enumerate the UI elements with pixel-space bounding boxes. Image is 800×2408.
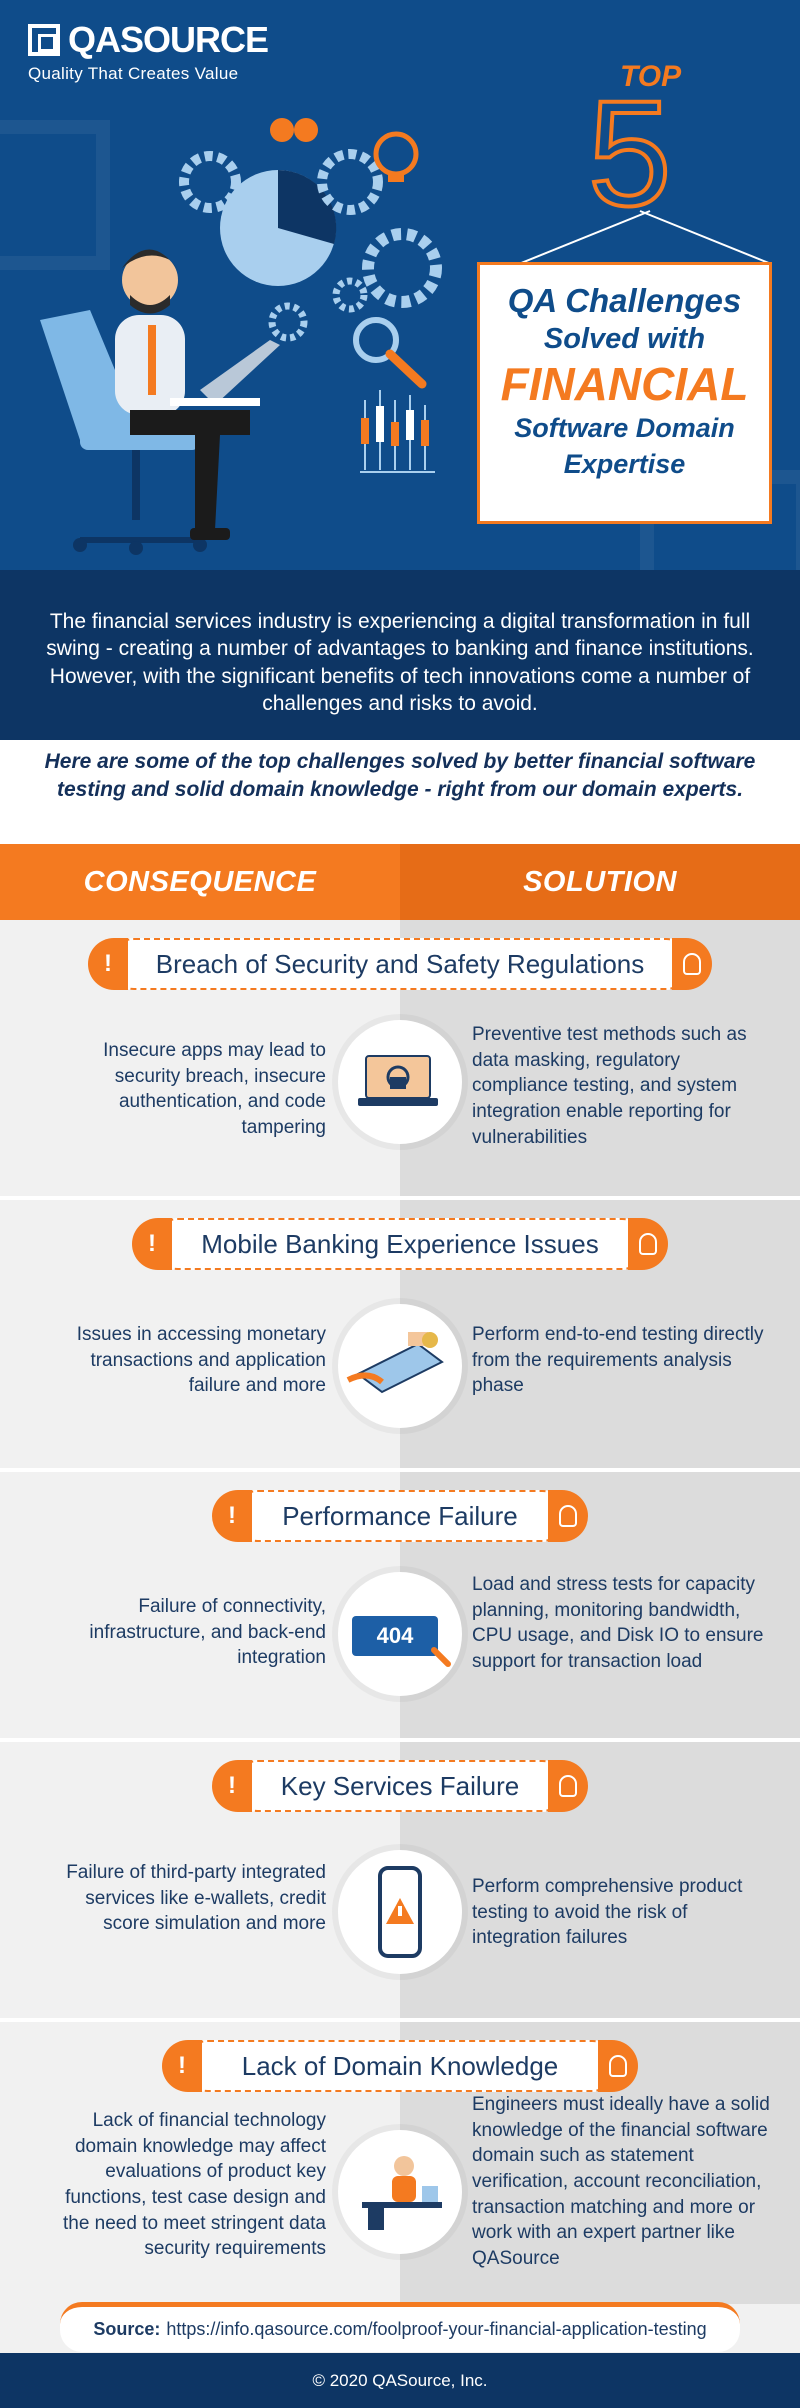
qasource-logo-icon <box>28 24 60 56</box>
hanger-line <box>519 210 651 265</box>
exclamation-icon: ! <box>162 2040 202 2092</box>
section-title: Performance Failure <box>282 1500 518 1531</box>
brand-name: QASOURCE <box>68 19 269 60</box>
title-card: QA Challenges Solved with FINANCIAL Soft… <box>477 262 772 524</box>
top-number: 5 <box>586 69 673 237</box>
error-code-text: 404 <box>377 1623 414 1648</box>
solution-text: Engineers must ideally have a solid know… <box>472 2094 770 2269</box>
lightbulb-icon <box>598 2040 638 2092</box>
exclamation-icon: ! <box>212 1490 252 1542</box>
exclamation-icon: ! <box>132 1218 172 1270</box>
column-header-consequence: CONSEQUENCE <box>0 844 400 920</box>
brand-logo: QASOURCE Quality That Creates Value <box>28 19 269 84</box>
title-line: Solved with <box>543 322 706 355</box>
section-title-pill: ! Breach of Security and Safety Regulati… <box>88 938 712 990</box>
solution-text: Preventive test methods such as data mas… <box>472 1024 747 1148</box>
consequence-text: Issues in accessing monetary transaction… <box>76 1324 326 1397</box>
mobile-payment-icon <box>338 1304 462 1428</box>
consequence-text: Insecure apps may lead to security breac… <box>103 1040 326 1138</box>
copyright-footer: © 2020 QASource, Inc. <box>0 2353 800 2408</box>
title-line: Software Domain <box>514 413 735 444</box>
exclamation-icon: ! <box>88 938 128 990</box>
consequence-text: Failure of connectivity, infrastructure,… <box>89 1596 326 1669</box>
section-title-pill: ! Mobile Banking Experience Issues <box>132 1218 668 1270</box>
title-line: Expertise <box>563 448 686 479</box>
lightbulb-icon <box>628 1218 668 1270</box>
error-404-icon: 404 <box>338 1572 462 1696</box>
hero-section: QASOURCE Quality That Creates Value <box>0 0 800 570</box>
section-title-pill: ! Key Services Failure <box>212 1760 588 1812</box>
challenge-section: ! Mobile Banking Experience Issues Issue… <box>0 1200 800 1472</box>
title-highlight: FINANCIAL <box>500 357 749 410</box>
solution-text: Perform comprehensive product testing to… <box>472 1876 743 1949</box>
engineer-desk-icon <box>338 2130 462 2254</box>
column-header-solution: SOLUTION <box>400 844 800 920</box>
lightbulb-icon <box>548 1760 588 1812</box>
solution-text: Perform end-to-end testing directly from… <box>472 1324 764 1397</box>
section-title: Breach of Security and Safety Regulation… <box>155 948 645 979</box>
challenge-section: ! Performance Failure Failure of connect… <box>0 1472 800 1742</box>
solution-text: Load and stress tests for capacity plann… <box>472 1574 764 1672</box>
watermark-logo <box>0 120 110 270</box>
challenge-section: ! Lack of Domain Knowledge Lack of finan… <box>0 2022 800 2304</box>
lightbulb-icon <box>672 938 712 990</box>
source-citation: Source: https://info.qasource.com/foolpr… <box>60 2302 740 2352</box>
businessman-laptop-illustration <box>40 118 442 555</box>
source-label: Source: <box>93 2319 161 2339</box>
consequence-text: Lack of financial technology domain know… <box>62 2110 326 2260</box>
hanger-line <box>639 210 771 265</box>
top-label: TOP <box>620 60 682 93</box>
highlight-text: Here are some of the top challenges solv… <box>44 750 756 802</box>
lightbulb-icon <box>548 1490 588 1542</box>
section-title-pill: ! Lack of Domain Knowledge <box>162 2040 638 2092</box>
highlight-band <box>0 740 800 844</box>
section-title: Key Services Failure <box>280 1770 520 1801</box>
intro-band <box>0 570 800 740</box>
title-line: QA Challenges <box>507 282 742 319</box>
section-title: Mobile Banking Experience Issues <box>201 1228 599 1259</box>
source-link[interactable]: https://info.qasource.com/foolproof-your… <box>166 2319 707 2339</box>
challenge-section: ! Breach of Security and Safety Regulati… <box>0 920 800 1200</box>
brand-tagline: Quality That Creates Value <box>28 64 239 83</box>
phone-warning-icon <box>338 1850 462 1974</box>
exclamation-icon: ! <box>212 1760 252 1812</box>
laptop-lock-icon <box>338 1020 462 1144</box>
consequence-text: Failure of third-party integrated servic… <box>66 1862 326 1935</box>
section-title-pill: ! Performance Failure <box>212 1490 588 1542</box>
section-title: Lack of Domain Knowledge <box>241 2050 559 2081</box>
challenge-section: ! Key Services Failure Failure of third-… <box>0 1742 800 2022</box>
intro-text: The financial services industry is exper… <box>46 610 754 715</box>
